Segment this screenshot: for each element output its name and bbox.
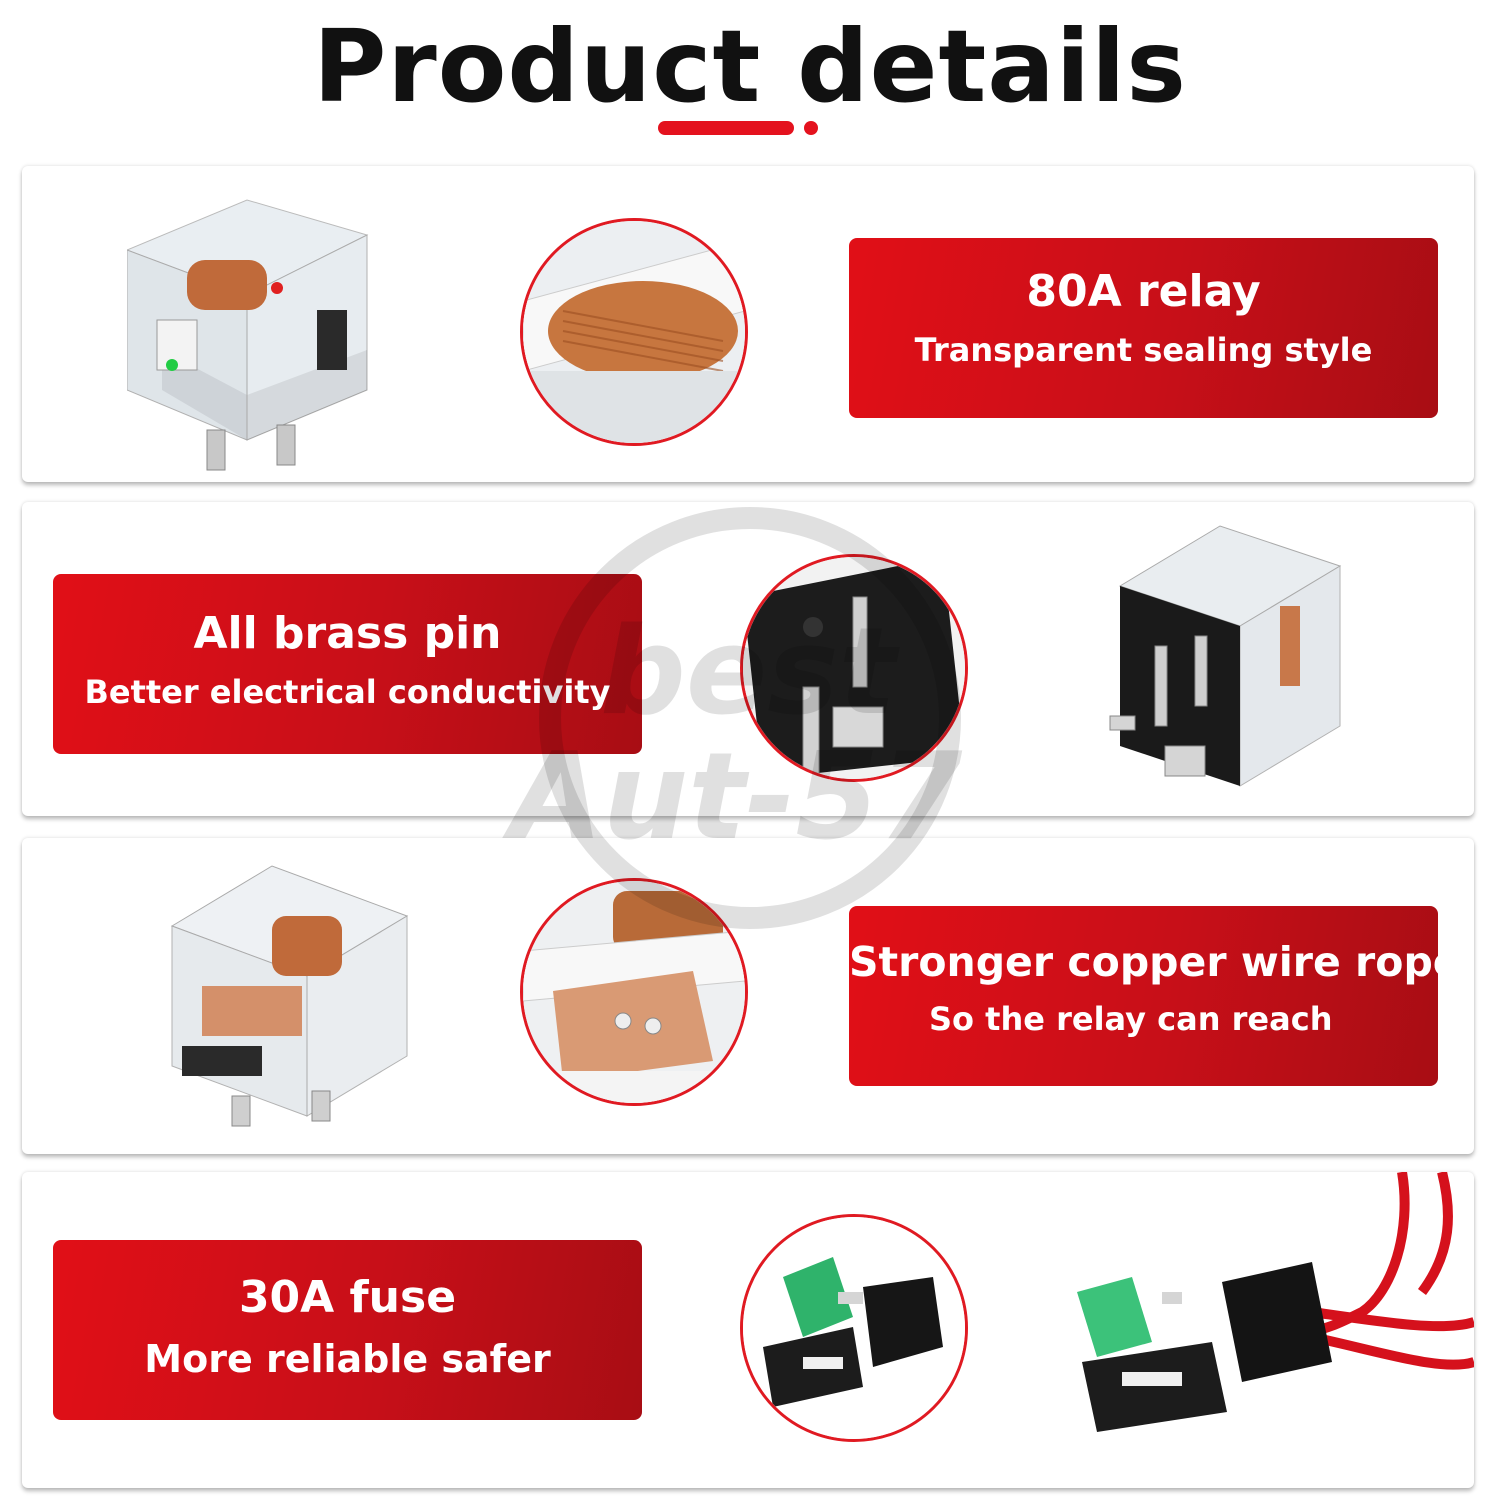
- relay-side-image: [162, 856, 412, 1136]
- feature-panel-copper-wire: Stronger copper wire rope So the relay c…: [22, 838, 1474, 1154]
- feature-subtitle: So the relay can reach: [929, 1000, 1333, 1038]
- pin-closeup-image: [740, 554, 968, 782]
- relay-product-image: [127, 190, 377, 480]
- feature-box-fuse: 30A fuse More reliable safer: [53, 1240, 642, 1420]
- feature-panel-fuse: 30A fuse More reliable safer: [22, 1172, 1474, 1488]
- feature-panel-brass-pin: All brass pin Better electrical conducti…: [22, 502, 1474, 816]
- feature-subtitle: Better electrical conductivity: [84, 673, 611, 711]
- copper-closeup-image: [520, 878, 748, 1106]
- feature-title: Stronger copper wire rope: [849, 938, 1461, 986]
- page-title: Product details: [313, 8, 1187, 125]
- feature-title: All brass pin: [193, 608, 502, 659]
- title-underline: [658, 121, 794, 135]
- feature-box-brass-pin: All brass pin Better electrical conducti…: [53, 574, 642, 754]
- feature-subtitle: Transparent sealing style: [914, 331, 1373, 369]
- title-dot: [804, 121, 818, 135]
- feature-title: 80A relay: [1026, 266, 1261, 317]
- feature-title: 30A fuse: [238, 1272, 457, 1323]
- feature-box-copper-wire: Stronger copper wire rope So the relay c…: [849, 906, 1461, 1086]
- relay-bottom-image: [1100, 516, 1350, 806]
- feature-box-relay: 80A relay Transparent sealing style: [849, 238, 1438, 418]
- coil-closeup-image: [520, 218, 748, 446]
- fuse-closeup-image: [740, 1214, 968, 1442]
- feature-subtitle: More reliable safer: [144, 1337, 551, 1381]
- feature-panel-relay: 80A relay Transparent sealing style: [22, 166, 1474, 482]
- fuse-holder-wire-image: [1062, 1172, 1474, 1482]
